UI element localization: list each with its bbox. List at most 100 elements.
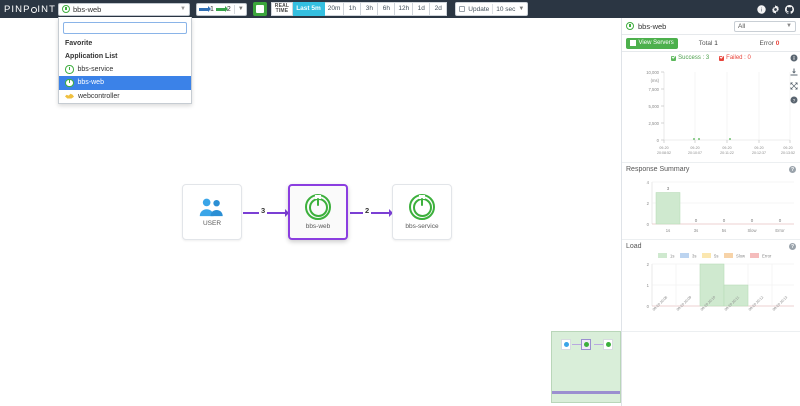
minimap-link [572, 344, 581, 345]
scatter-plot[interactable]: 10,000 (ms) 7,500 5,000 2,500 0 09-20 20… [622, 62, 800, 162]
xtick-slow: Slow [747, 228, 757, 233]
xtick-4: 09-20 20:12 [748, 295, 764, 311]
inbound-depth-value: 1 [210, 5, 214, 13]
minimap[interactable] [551, 331, 621, 403]
dropdown-item-label: bbs-web [77, 79, 104, 87]
legend-success[interactable]: Success : 3 [671, 55, 709, 61]
total-label: Total [698, 39, 713, 47]
success-checkbox[interactable] [671, 55, 677, 61]
failed-checkbox[interactable] [719, 55, 725, 61]
time-range-12h[interactable]: 12h [395, 2, 414, 16]
node-label-bbs-service: bbs-service [405, 223, 439, 230]
application-selector[interactable]: bbs-web ▼ [58, 2, 190, 16]
github-icon[interactable] [785, 4, 794, 14]
realtime-label-2: TIME [275, 8, 289, 14]
stat-total: Total 1 [678, 40, 739, 47]
application-selector-value: bbs-web [73, 4, 102, 14]
help-icon[interactable]: i [757, 4, 766, 14]
minimap-viewport-band[interactable] [552, 391, 620, 394]
help-circle-icon[interactable]: ? [790, 96, 798, 104]
depth-divider [233, 4, 235, 14]
time-range-20m[interactable]: 20m [324, 2, 345, 16]
tomcat-icon [65, 65, 74, 74]
node-bbs-web[interactable]: bbs-web [288, 184, 348, 240]
update-checkbox[interactable] [459, 6, 466, 12]
logo-text-part1: PINP [4, 3, 31, 15]
download-icon[interactable] [790, 68, 798, 76]
legend-swatch-1s[interactable] [658, 253, 667, 258]
realtime-button[interactable]: REAL TIME [270, 2, 294, 16]
tomcat-icon [626, 22, 634, 30]
minimap-node-bbs-web [581, 339, 591, 350]
xtick-1: 09-20 20:09 [676, 295, 692, 311]
response-summary-chart[interactable]: 4 2 0 3 0 0 0 0 1s 3s 5s Slow Error [622, 174, 800, 239]
dropdown-search-wrap [59, 17, 191, 37]
ylabel-ms: (ms) [651, 78, 660, 83]
help-circle-icon[interactable]: ? [789, 243, 796, 250]
stat-error: Error 0 [739, 40, 800, 47]
response-summary-title: Response Summary [626, 166, 690, 173]
application-list-header: Application List [65, 52, 118, 60]
time-range-1h[interactable]: 1h [344, 2, 362, 16]
realtime-label-1: REAL [274, 2, 290, 9]
users-icon [199, 198, 223, 217]
time-range-last5m[interactable]: Last 5m [293, 2, 325, 16]
legend-label-success: Success : 3 [678, 55, 710, 61]
legend-failed[interactable]: Failed : 0 [719, 55, 751, 61]
ytick-0: 0 [657, 138, 660, 143]
legend-swatch-5s[interactable] [702, 253, 711, 258]
servermap-toggle-button[interactable] [252, 2, 267, 16]
xtick-3s: 3s [694, 228, 698, 233]
outbound-arrow-icon [215, 6, 228, 12]
time-range-1d[interactable]: 1d [413, 2, 431, 16]
info-icon[interactable] [790, 54, 798, 62]
help-circle-icon[interactable]: ? [789, 166, 796, 173]
xtick-0-date: 09-20 [659, 146, 668, 150]
node-user[interactable]: USER [182, 184, 242, 240]
ytick-2500: 2,500 [649, 121, 660, 126]
chevron-down-icon: ▼ [518, 6, 525, 12]
node-bbs-service[interactable]: bbs-service [392, 184, 452, 240]
load-chart[interactable]: 1s 3s 5s Slow Error [622, 251, 800, 331]
depth-selector[interactable]: 1 2 ▼ [196, 2, 247, 16]
legend-swatch-slow[interactable] [724, 253, 733, 258]
load-box: Load ? 1s 3s 5s Slow Error [622, 240, 800, 332]
application-dropdown[interactable]: Favorite Application List bbs-service bb… [58, 17, 192, 104]
inspector-panel: bbs-web All ▼ View Servers Total 1 Error… [622, 18, 800, 406]
bar-1s[interactable] [655, 192, 681, 225]
xtick-2-date: 09-20 [722, 146, 731, 150]
dropdown-item-label: bbs-service [77, 65, 114, 73]
application-selector-wrap: bbs-web ▼ [58, 2, 190, 16]
time-range-2d[interactable]: 2d [430, 2, 448, 16]
dropdown-item-webcontroller[interactable]: webcontroller [59, 90, 191, 103]
update-interval-value[interactable]: 10 sec [496, 5, 516, 13]
ytick-1: 1 [647, 283, 650, 288]
application-search-input[interactable] [63, 21, 187, 34]
ytick-4: 4 [647, 180, 650, 185]
legend-swatch-3s[interactable] [680, 253, 689, 258]
dropdown-item-bbs-web[interactable]: bbs-web [59, 76, 191, 90]
xtick-4-time: 20:13:52 [781, 151, 795, 155]
agent-filter-select[interactable]: All ▼ [734, 20, 796, 32]
update-divider [492, 4, 494, 14]
expand-icon[interactable] [790, 82, 798, 90]
tomcat-icon [305, 194, 331, 220]
edge-label-bbsweb-bbsservice: 2 [363, 206, 372, 215]
node-label-bbs-web: bbs-web [305, 223, 331, 230]
xtick-4-date: 09-20 [783, 146, 792, 150]
legend-swatch-error[interactable] [750, 253, 759, 258]
view-servers-button[interactable]: View Servers [626, 37, 678, 49]
load-area-1s[interactable] [699, 263, 749, 307]
gear-icon[interactable] [771, 4, 780, 14]
dropdown-item-bbs-service[interactable]: bbs-service [59, 63, 191, 77]
inspector-stats-row: View Servers Total 1 Error 0 [622, 35, 800, 52]
time-range-3h[interactable]: 3h [361, 2, 379, 16]
xtick-5s: 5s [722, 228, 726, 233]
view-servers-label: View Servers [638, 40, 674, 46]
xtick-1s: 1s [666, 228, 670, 233]
xtick-5: 09-20 20:13 [772, 295, 788, 311]
time-range-bar: REAL TIME Last 5m 20m 1h 3h 6h 12h 1d 2d [270, 2, 448, 16]
time-range-6h[interactable]: 6h [378, 2, 396, 16]
